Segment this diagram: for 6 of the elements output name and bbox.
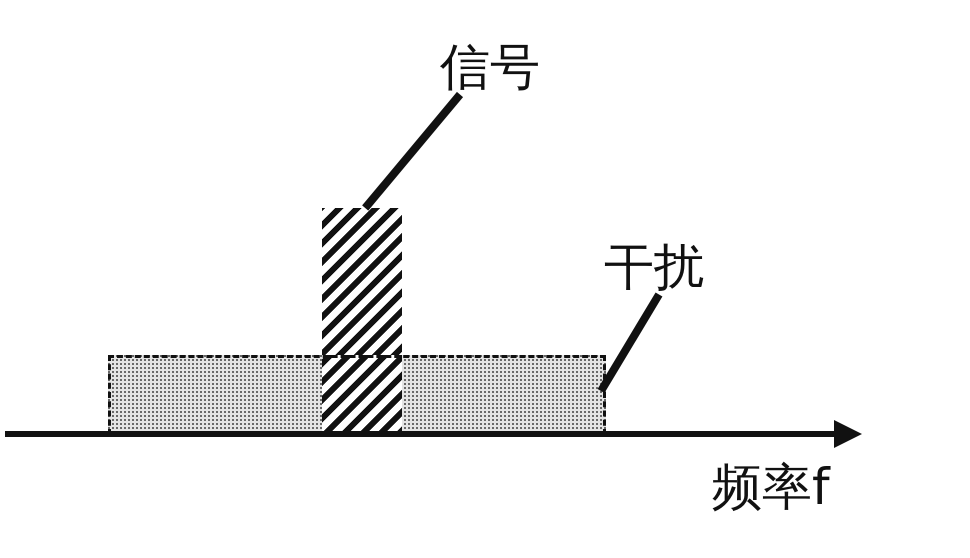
label-text: 干扰 [604,242,704,292]
axis-label: 频率f [712,462,830,512]
hatched-signal-bar [322,208,402,355]
leader-line [362,92,464,211]
label-text: 信号 [440,42,540,92]
leader-line [598,292,662,394]
